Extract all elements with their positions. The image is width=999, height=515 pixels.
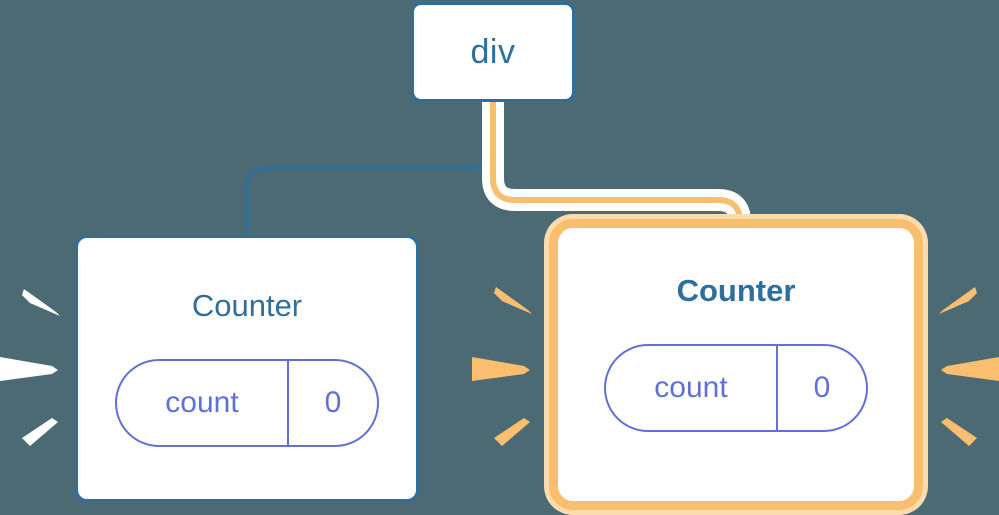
sparkle-burst-left-counter	[0, 289, 60, 446]
left-counter-state-wrap: count 0	[115, 359, 379, 447]
node-div-label: div	[470, 33, 516, 71]
edge-div-to-left-counter	[245, 100, 495, 238]
right-counter-state-pill: count 0	[604, 344, 868, 432]
left-counter-state-pill: count 0	[115, 359, 379, 447]
node-right-counter[interactable]: Counter count 0	[549, 219, 923, 510]
node-div[interactable]: div	[411, 2, 575, 102]
right-counter-state-value: 0	[776, 346, 866, 430]
right-counter-state-key: count	[654, 371, 728, 404]
left-counter-state-value: 0	[287, 361, 377, 445]
node-right-counter-label: Counter	[676, 273, 796, 308]
sparkle-burst-right-counter-left	[472, 287, 532, 446]
node-left-counter[interactable]: Counter count 0	[75, 235, 419, 502]
left-counter-state-key: count	[165, 386, 239, 419]
right-counter-state-wrap: count 0	[604, 344, 868, 432]
node-left-counter-label: Counter	[191, 288, 303, 323]
sparkle-burst-right-counter-right	[939, 287, 999, 446]
